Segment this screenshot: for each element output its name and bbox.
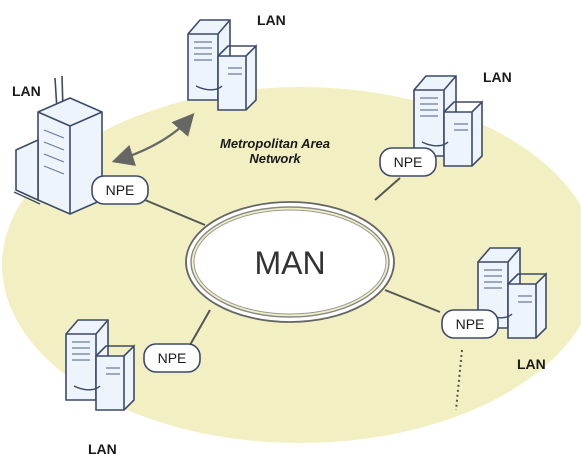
npe-label-right: NPE [394, 154, 423, 170]
area-label-line2: Network [249, 151, 301, 166]
server-building-icon [187, 19, 257, 111]
link-bottom-left [189, 309, 211, 346]
lan-node-left: LAN NPE [12, 75, 149, 215]
area-label-line1: Metropolitan Area [220, 136, 330, 151]
lan-node-bottom-left: LAN NPE [65, 319, 201, 457]
lan-node-top: LAN [187, 12, 286, 111]
npe-label-left: NPE [106, 182, 135, 198]
npe-label-right-lower: NPE [456, 316, 485, 332]
link-dotted [455, 349, 463, 411]
npe-box-right: NPE [379, 147, 437, 177]
link-right-lower [384, 289, 441, 313]
npe-box-bottom-left: NPE [143, 343, 201, 373]
lan-node-right-lower: LAN NPE [441, 247, 547, 372]
npe-label-bottom-left: NPE [158, 350, 187, 366]
lan-node-right: LAN NPE [379, 69, 512, 177]
network-links [144, 177, 463, 411]
lan-label-right-lower: LAN [517, 356, 546, 372]
link-right [374, 177, 401, 201]
man-label: MAN [254, 245, 325, 281]
npe-box-left: NPE [91, 175, 149, 205]
lan-label-top: LAN [257, 12, 286, 28]
man-hub: MAN [185, 201, 395, 323]
lan-label-bottom-left: LAN [88, 441, 117, 457]
npe-box-right-lower: NPE [441, 309, 499, 339]
link-left [144, 199, 206, 226]
double-arrow-icon [111, 113, 195, 166]
office-tower-icon [13, 75, 103, 215]
lan-label-left: LAN [12, 83, 41, 99]
lan-label-right: LAN [483, 69, 512, 85]
